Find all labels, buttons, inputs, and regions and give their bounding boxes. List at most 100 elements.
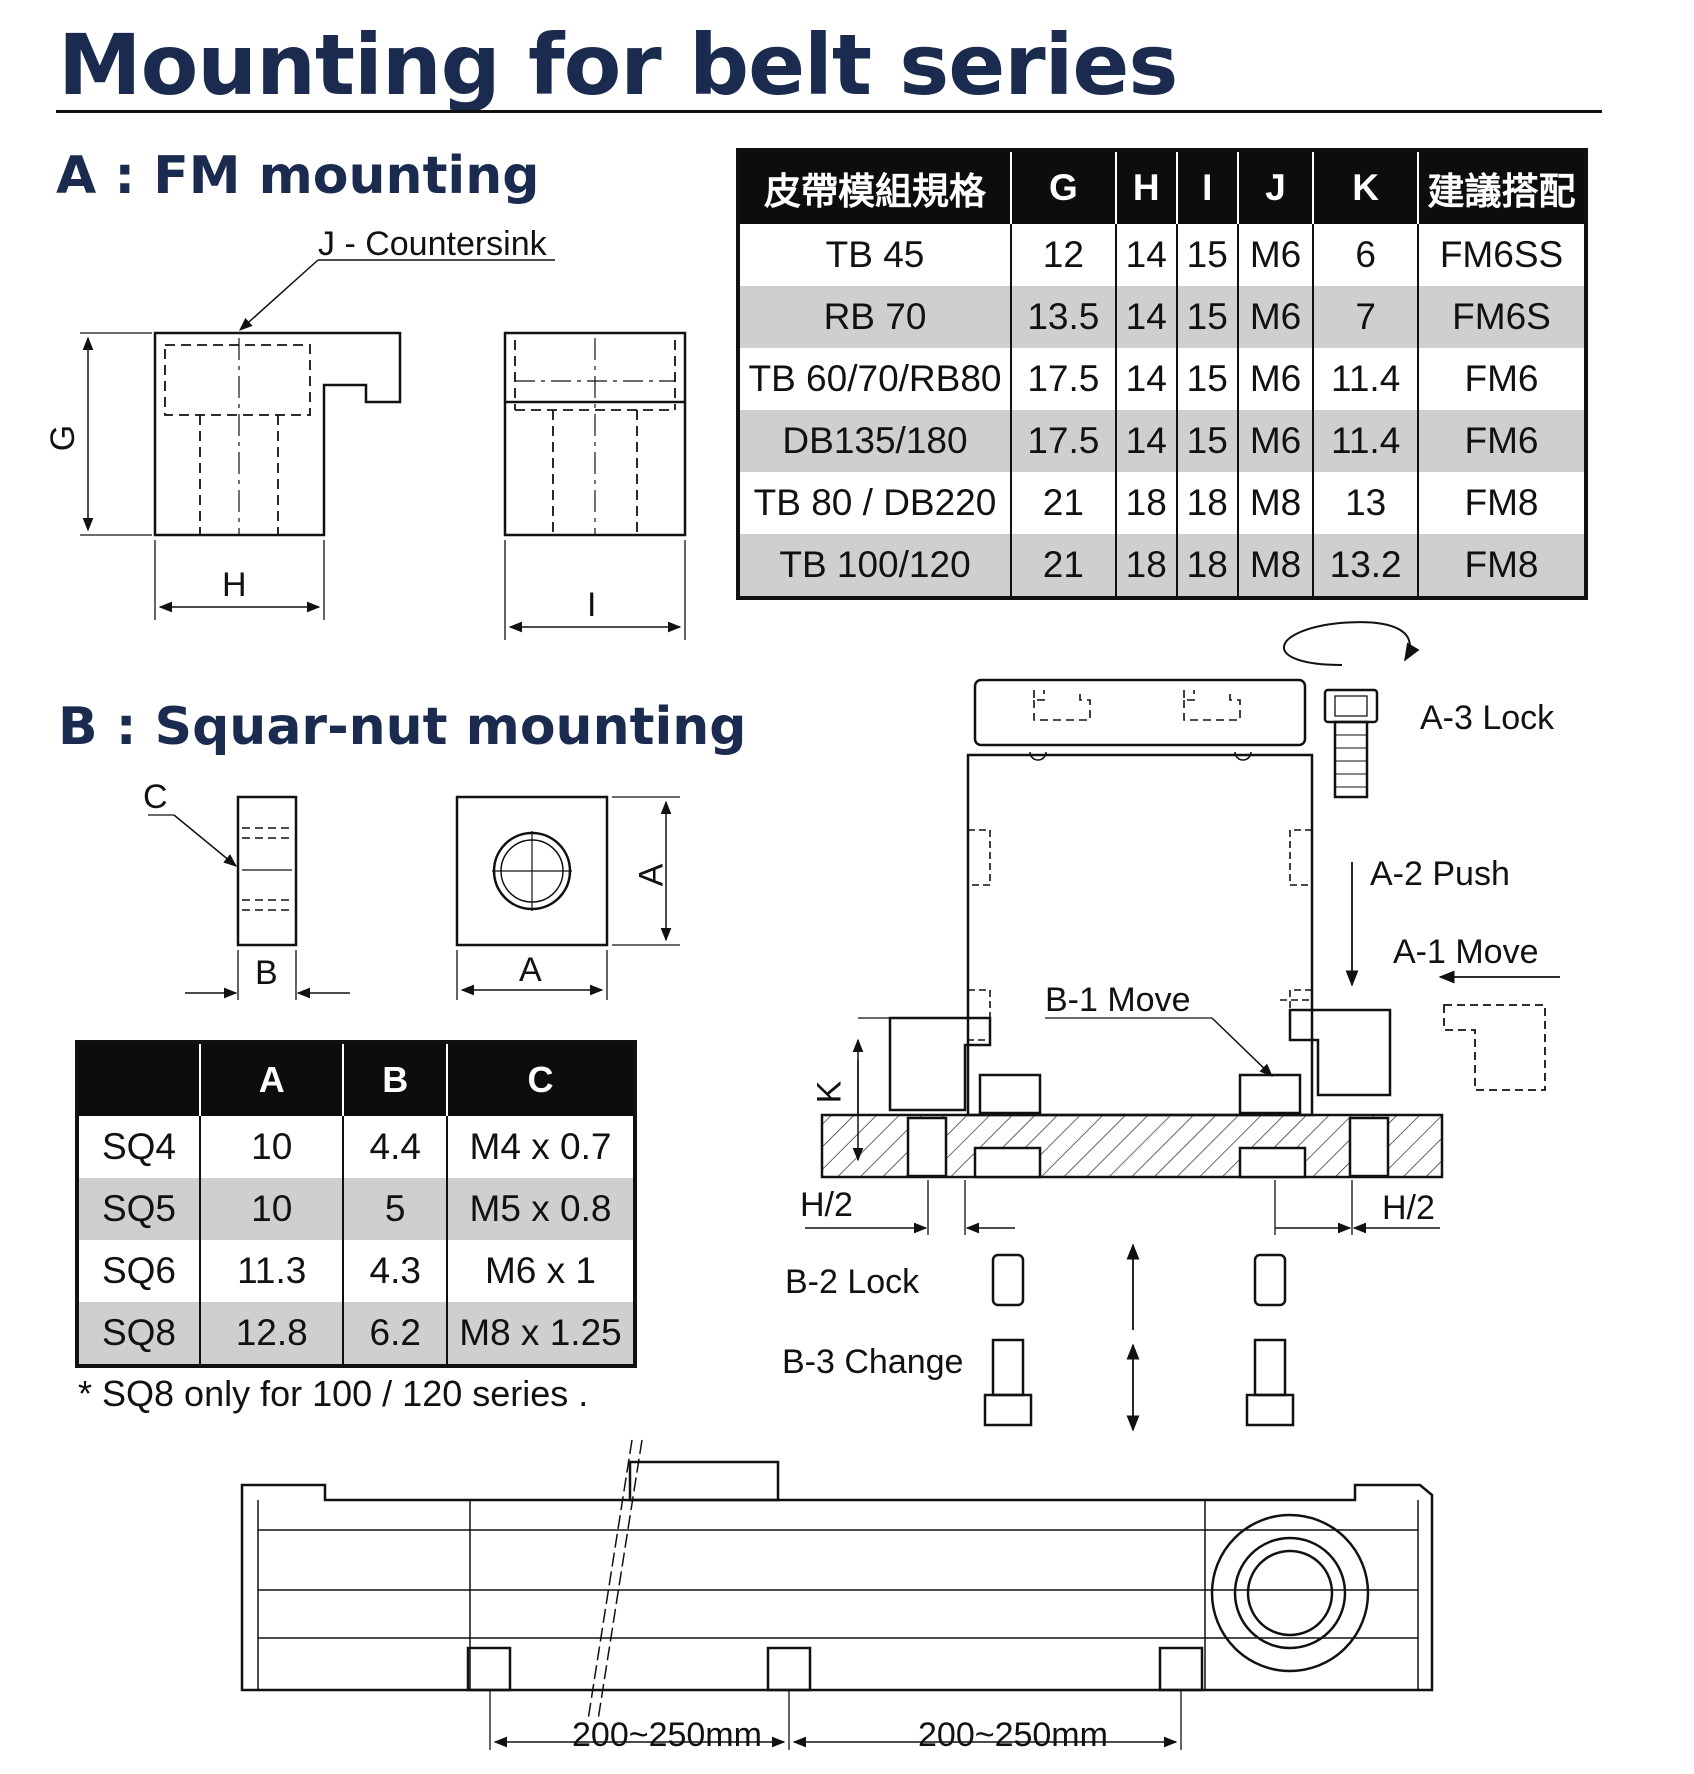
footnote: * SQ8 only for 100 / 120 series . [78, 1373, 589, 1414]
h2-right-label: H/2 [1382, 1189, 1435, 1227]
table-cell: 14 [1115, 410, 1178, 472]
b3-change-label: B-3 Change [782, 1343, 964, 1381]
table-cell: 18 [1115, 534, 1178, 598]
fm-block-side-view [503, 331, 687, 537]
spacing-left-label: 200~250mm [572, 1716, 762, 1754]
table-cell: FM8 [1464, 482, 1539, 523]
table-cell: 13 [1313, 472, 1419, 534]
table-cell: 5 [343, 1178, 448, 1240]
b1-move-label: B-1 Move [1045, 981, 1191, 1019]
table-cell: 15 [1176, 348, 1239, 410]
header-cell: 建議搭配 [1418, 150, 1586, 224]
square-nut-side-view [236, 795, 298, 947]
header-cell: I [1176, 150, 1239, 224]
table-cell: 21 [1011, 534, 1117, 598]
table-cell: 11.4 [1313, 348, 1419, 410]
fm-block-front-view [153, 331, 402, 537]
spacing-right-label: 200~250mm [918, 1716, 1108, 1754]
table-cell: FM8 [1418, 534, 1586, 598]
header-cell: 皮帶模組規格 [738, 150, 1012, 224]
page-title: Mounting for belt series [58, 16, 1178, 114]
table-cell: 6.2 [343, 1302, 448, 1366]
table-cell: 18 [1115, 472, 1178, 534]
header-cell: H [1115, 150, 1178, 224]
table-cell: 13.5 [1011, 286, 1117, 348]
a2-push-label: A-2 Push [1370, 855, 1510, 893]
g-label: G [44, 424, 83, 452]
table-cell: FM6S [1418, 286, 1586, 348]
rail-drawing [240, 1439, 1434, 1750]
table-cell: 14 [1115, 224, 1178, 286]
table-cell: 15 [1176, 224, 1239, 286]
table-cell: SQ5 [77, 1178, 201, 1240]
table-cell: M5 x 0.8 [447, 1178, 635, 1240]
table-cell: 12.8 [200, 1302, 345, 1366]
table-cell: M6 [1237, 348, 1315, 410]
table-cell: 7 [1313, 286, 1419, 348]
a-horizontal-label: A [519, 951, 542, 989]
h-label: H [222, 566, 247, 604]
table-cell: 12 [1011, 224, 1117, 286]
b2-lock-label: B-2 Lock [785, 1263, 920, 1301]
table-cell: 18 [1176, 534, 1239, 598]
table-cell: M8 [1237, 472, 1315, 534]
k-label: K [810, 1080, 849, 1104]
header-cell [77, 1042, 201, 1116]
c-leader [173, 814, 238, 867]
header-cell: B [343, 1042, 448, 1116]
table-cell: 6 [1313, 224, 1419, 286]
table-cell: RB 70 [738, 286, 1012, 348]
table-cell: FM6 [1418, 410, 1586, 472]
header-cell: A [200, 1042, 345, 1116]
table-cell: 10 [200, 1116, 345, 1178]
table-cell: 11.4 [1313, 410, 1419, 472]
a3-lock-label: A-3 Lock [1420, 699, 1555, 737]
table-cell: 11.3 [200, 1240, 345, 1302]
table-cell: 15 [1176, 286, 1239, 348]
table-cell: M6 [1237, 410, 1315, 472]
i-label: I [587, 586, 597, 624]
table-cell: 13.2 [1313, 534, 1419, 598]
header-cell: C [447, 1042, 635, 1116]
table-cell: DB135/180 [738, 410, 1012, 472]
table-cell: 14 [1115, 286, 1178, 348]
table-cell: M6 x 1 [484, 1250, 597, 1291]
table-cell: TB 80 / DB220 [738, 472, 1012, 534]
table-cell: 21 [1011, 472, 1117, 534]
h2-left-label: H/2 [800, 1186, 853, 1224]
table-header-row: A B C [77, 1042, 635, 1116]
table-cell: TB 60/70/RB80 [738, 348, 1012, 410]
title-underline [56, 110, 1602, 113]
table-cell: 4.4 [343, 1116, 448, 1178]
c-label: C [143, 778, 168, 816]
section-b-heading: B : Squar-nut mounting [58, 697, 747, 757]
table-cell: SQ8 [77, 1302, 201, 1366]
header-cell: J [1237, 150, 1315, 224]
table-cell: 10 [200, 1178, 345, 1240]
table-cell: FM6SS [1439, 234, 1564, 275]
table-cell: M8 x 1.25 [447, 1302, 635, 1366]
table-cell: SQ6 [77, 1240, 201, 1302]
table-cell: M8 [1237, 534, 1315, 598]
b-label: B [255, 954, 278, 992]
a1-move-label: A-1 Move [1393, 933, 1539, 971]
table-cell: M6 [1237, 286, 1315, 348]
section-a-heading: A : FM mounting [56, 146, 540, 206]
table-cell: 14 [1115, 348, 1178, 410]
header-cell: K [1313, 150, 1419, 224]
table-cell: 17.5 [1011, 410, 1117, 472]
square-nut-front-view [455, 795, 609, 947]
table-cell: SQ4 [77, 1116, 201, 1178]
table-cell: FM6 [1464, 358, 1539, 399]
